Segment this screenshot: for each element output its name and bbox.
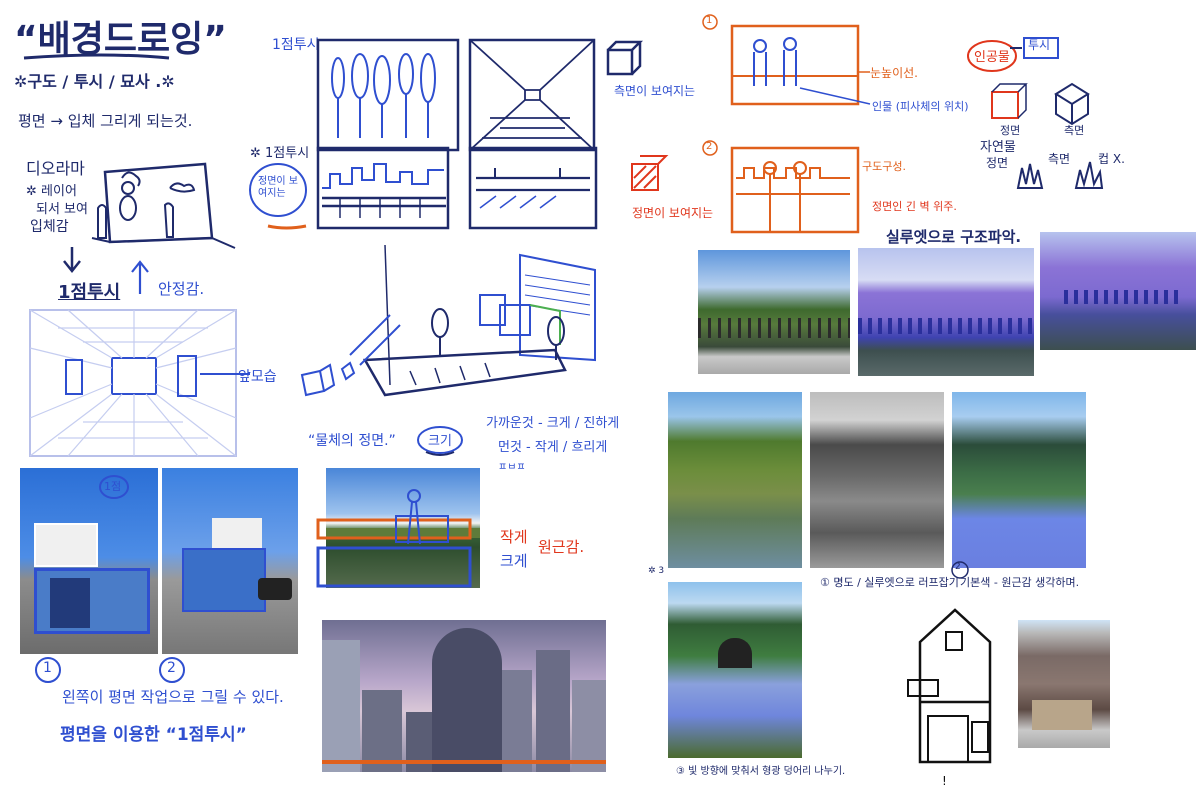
side-label: 측면: [1064, 124, 1085, 137]
composition-note: 구도구성.: [862, 160, 906, 173]
pond-photo: [326, 468, 480, 588]
front-face-note: “물체의 정면.”: [308, 433, 396, 449]
artificial-label: 인공물: [974, 50, 1010, 65]
arrow-down-icon: [63, 247, 81, 274]
shop-badge-circle: [99, 475, 129, 499]
pond-big-note: 크게: [500, 552, 528, 570]
size-bubble: [417, 426, 463, 456]
num-2: 2: [167, 660, 176, 676]
size-label: 크기: [428, 434, 452, 449]
front-visible-bubble: [249, 163, 307, 230]
park-street-sketch: [300, 245, 596, 397]
num-1: 1: [43, 660, 52, 676]
bridge-photo: [698, 250, 850, 374]
side-visible-note: 측면이 보여지는: [614, 84, 696, 98]
near-note: 가까운것 - 크게 / 진하게: [486, 416, 620, 431]
shop-photo-2: [162, 468, 298, 654]
canal-final-study: [668, 582, 802, 758]
nature-x-label: 컵 X.: [1098, 152, 1125, 166]
perspective-box: [1010, 37, 1059, 59]
nature-front-label: 정면: [986, 156, 1009, 170]
front-wall-note: 정면인 긴 벽 위주.: [872, 200, 957, 213]
diorama-note-depth: 입체감: [30, 219, 69, 235]
front-view-label: 앞모습: [238, 369, 277, 385]
diorama-sketch: [91, 162, 236, 249]
canal-value-study: [810, 392, 944, 568]
artificial-bubble: [967, 40, 1017, 72]
step-2-circle: [951, 561, 969, 579]
grass-sketches: [1016, 161, 1104, 189]
canal-step-2-num: 2: [955, 562, 961, 572]
bridge-color-study-1: [858, 248, 1034, 376]
shop-caption-1: 왼쪽이 평면 작업으로 그릴 수 있다.: [62, 688, 284, 706]
canal-step-2: 기본색 - 원근감 생각하며.: [960, 576, 1080, 589]
far-note: 먼것 - 작게 / 흐리게: [498, 440, 608, 455]
city-illustration: [322, 620, 606, 772]
canal-step-3-num: ✲ 3: [648, 566, 665, 576]
shop-photo-1: [20, 468, 158, 654]
perspective-label: 투시: [1028, 38, 1051, 52]
diorama-note-layer: ✲ 레이어: [26, 184, 77, 199]
one-point-star-note: ✲ 1점투시: [250, 146, 310, 161]
bridge-color-study-2: [1040, 232, 1196, 350]
one-point-top-label: 1점투시: [272, 37, 320, 53]
canal-step-1: ① 명도 / 실루엣으로 러프잡기: [820, 576, 959, 589]
eye-level-note: 눈높이선.: [870, 66, 918, 80]
pond-distance-note: 원근감.: [538, 538, 585, 556]
canal-photo: [668, 392, 802, 568]
pond-overlay-sketch: [316, 489, 472, 588]
arrow-up-icon: [131, 260, 149, 294]
far-sub-note: ㅍㅂㅍ: [498, 462, 526, 473]
house-mark: !: [942, 774, 947, 788]
composition-diagrams: [702, 14, 871, 234]
num-right-1: 1: [706, 15, 713, 26]
diorama-label: 디오라마: [26, 159, 85, 178]
num-1-circle: [35, 657, 61, 683]
canal-step-3: ③ 빛 방향에 맞춰서 형광 덩어리 나누기.: [676, 766, 846, 777]
pond-small-note: 작게: [500, 528, 528, 546]
house-photo: [1018, 620, 1110, 748]
page-title: “배경드로잉”: [14, 19, 227, 60]
shop-badge-label: 1점: [104, 480, 122, 493]
house-sketch: [907, 608, 992, 764]
title-underline: [23, 53, 170, 60]
one-point-label: 1점투시: [58, 282, 121, 303]
silhouette-note: 실루엣으로 구조파악.: [886, 228, 1022, 246]
num-right-2: 2: [706, 141, 713, 152]
one-point-grid-sketch: [29, 309, 250, 457]
cube-examples: [991, 82, 1090, 126]
perspective-sketch-grid: [316, 38, 669, 230]
nature-label: 자연물: [980, 140, 1016, 155]
canal-base-color-study: [952, 392, 1086, 568]
diorama-note-seen: 되서 보여: [36, 202, 88, 217]
front-label: 정면: [1000, 124, 1021, 137]
front-visible-bubble-text: 정면이 보여지는: [258, 176, 298, 199]
num-2-circle: [159, 657, 185, 683]
shop-caption-2: 평면을 이용한 “1점투시”: [60, 725, 247, 745]
stability-label: 안정감.: [158, 280, 205, 298]
person-note: 인물 (피사체의 위치): [872, 100, 969, 113]
subtitle: ✲구도 / 투시 / 묘사 .✲: [14, 72, 175, 91]
intro-note: 평면 → 입체 그리게 되는것.: [18, 112, 193, 130]
nature-side-label: 측면: [1048, 152, 1071, 166]
front-visible-note: 정면이 보여지는: [632, 206, 714, 220]
